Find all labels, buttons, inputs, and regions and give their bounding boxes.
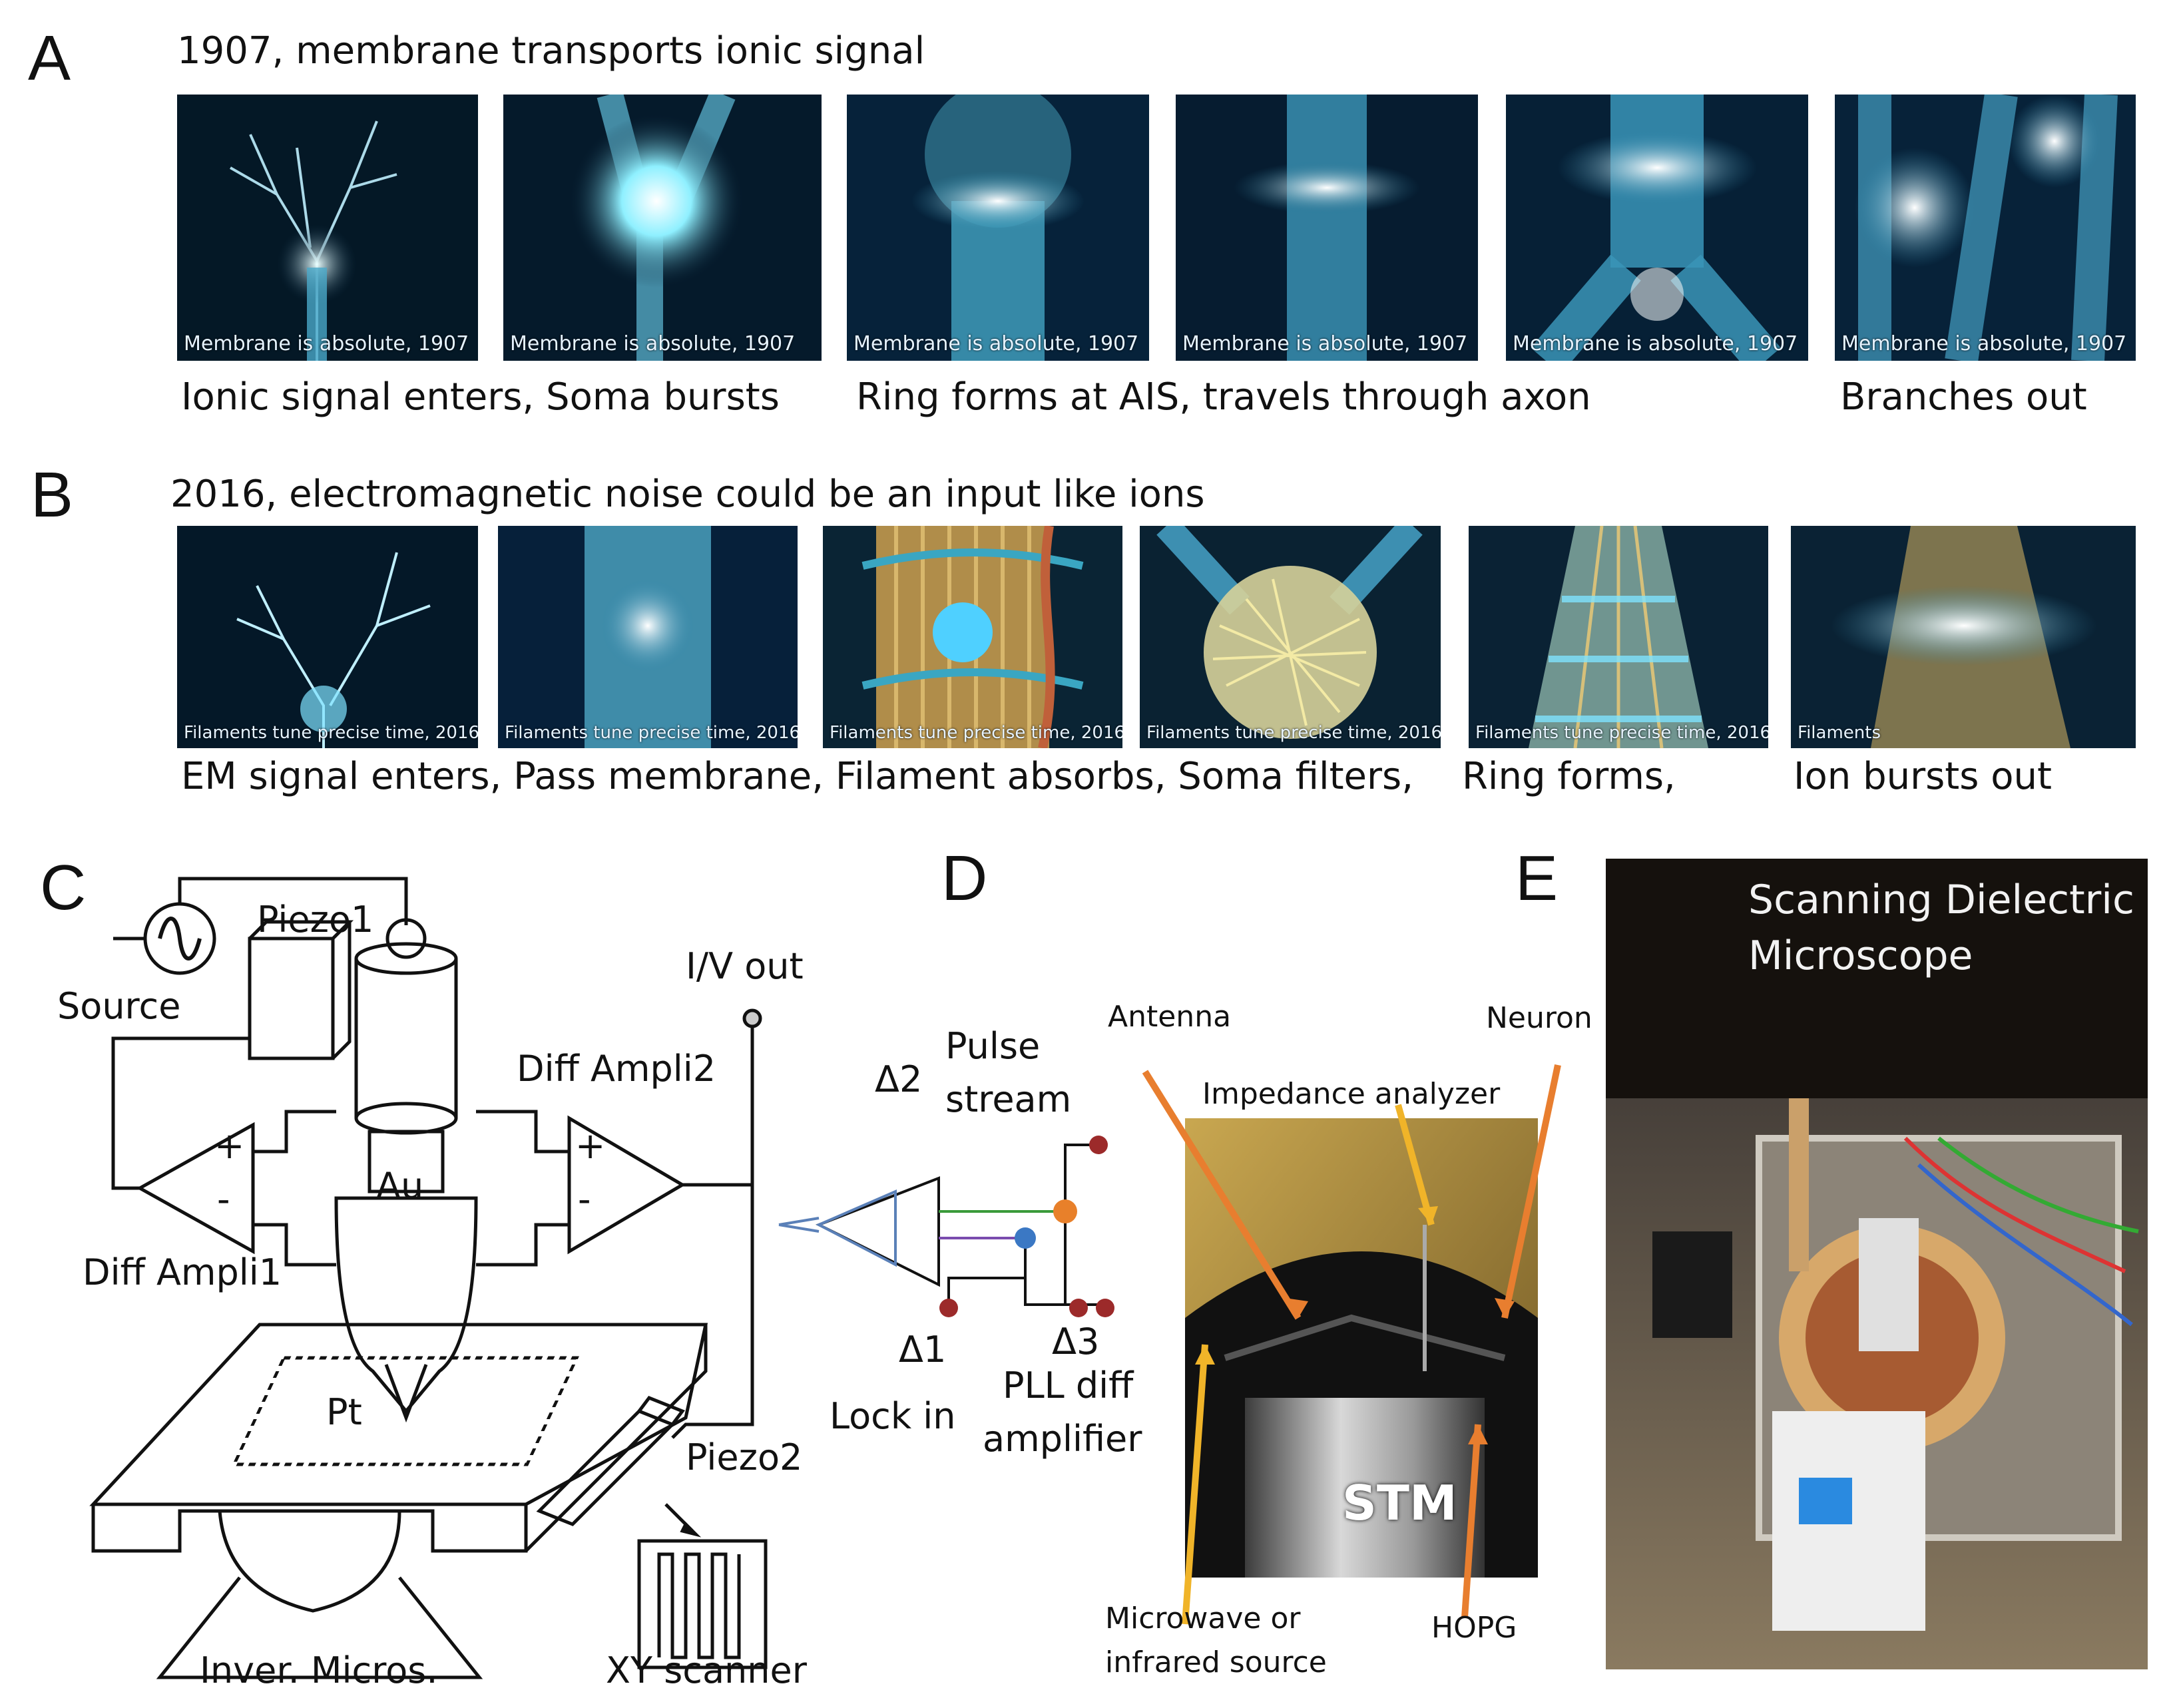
soma-filter-illustration	[1140, 526, 1441, 748]
label-pt: Pt	[326, 1391, 362, 1433]
frame-caption: Membrane is absolute, 1907	[1841, 332, 2127, 355]
label-piezo2: Piezo2	[686, 1436, 803, 1478]
label-pll-diff: PLL diff	[1003, 1365, 1134, 1406]
panel-a-image-6: Membrane is absolute, 1907	[1835, 95, 2136, 361]
panel-b-image-3: Filaments tune precise time, 2016	[823, 526, 1122, 748]
label-au: Au	[376, 1165, 424, 1207]
frame-caption: Membrane is absolute, 1907	[1513, 332, 1798, 355]
panel-b-image-1: Filaments tune precise time, 2016	[177, 526, 478, 748]
panel-e-title-line2: Microscope	[1748, 933, 1973, 979]
probe-node-red	[1089, 1136, 1108, 1154]
panel-a-caption-3: Branches out	[1840, 375, 2087, 419]
frame-caption: Filaments tune precise time, 2016	[184, 723, 478, 743]
panel-a-image-4: Membrane is absolute, 1907	[1176, 95, 1478, 361]
branches-out-illustration	[1835, 95, 2136, 361]
probe-node-blue	[1015, 1227, 1036, 1249]
panel-b-caption-1: EM signal enters, Pass membrane, Filamen…	[181, 755, 1414, 798]
label-lock-in: Lock in	[830, 1395, 956, 1437]
frame-caption: Filaments tune precise time, 2016	[1475, 723, 1768, 743]
soma-burst-illustration	[503, 95, 822, 361]
panel-letter-e: E	[1515, 843, 1559, 914]
label-delta3: Δ3	[1052, 1321, 1100, 1363]
panel-e-title-line1: Scanning Dielectric	[1748, 877, 2134, 923]
label-plus-2: +	[575, 1125, 606, 1167]
label-amplifier: amplifier	[983, 1418, 1142, 1460]
label-stm: STM	[1342, 1475, 1457, 1531]
probe-node-red	[939, 1299, 958, 1317]
label-diff-ampli2: Diff Ampli2	[517, 1048, 716, 1090]
panel-b-image-4: Filaments tune precise time, 2016	[1140, 526, 1441, 748]
frame-caption: Filaments tune precise time, 2016	[1146, 723, 1441, 743]
em-signal-neuron-illustration	[177, 526, 478, 748]
filament-absorb-illustration	[823, 526, 1122, 748]
frame-caption: Membrane is absolute, 1907	[853, 332, 1139, 355]
label-delta2: Δ2	[875, 1058, 923, 1100]
panel-letter-a: A	[28, 23, 71, 94]
panel-a-caption-2: Ring forms at AIS, travels through axon	[856, 375, 1591, 419]
frame-caption: Filaments tune precise time, 2016	[830, 723, 1122, 743]
label-neuron: Neuron	[1486, 1001, 1592, 1035]
panel-b-image-6: Filaments	[1791, 526, 2136, 748]
panel-letter-b: B	[31, 459, 74, 531]
membrane-pass-illustration	[498, 526, 798, 748]
frame-caption: Membrane is absolute, 1907	[184, 332, 469, 355]
annotation-arrows	[1142, 1064, 1561, 1625]
panel-letter-c: C	[40, 852, 87, 923]
frame-caption: Filaments	[1798, 723, 1881, 743]
label-microwave: Microwave or	[1105, 1601, 1301, 1635]
panel-b-image-5: Filaments tune precise time, 2016	[1469, 526, 1768, 748]
label-diff-ampli1: Diff Ampli1	[83, 1251, 282, 1293]
frame-caption: Membrane is absolute, 1907	[1182, 332, 1468, 355]
ring-forms-illustration	[1469, 526, 1768, 748]
label-iv-out: I/V out	[686, 945, 804, 987]
label-piezo1: Piezo1	[257, 899, 374, 941]
label-infrared-source: infrared source	[1105, 1645, 1327, 1679]
label-pulse: Pulse	[945, 1025, 1041, 1067]
ion-bursts-illustration	[1791, 526, 2136, 748]
probe-node-orange	[1053, 1199, 1077, 1223]
panel-b-caption-3: Ion bursts out	[1794, 755, 2052, 798]
microscope-photo: Scanning Dielectric Microscope	[1606, 859, 2148, 1669]
stm-chamber-photo	[1185, 1118, 1538, 1578]
label-inver-micros: Inver. Micros.	[200, 1649, 438, 1691]
panel-b-image-2: Filaments tune precise time, 2016	[498, 526, 798, 748]
label-minus-2: -	[578, 1178, 591, 1220]
probe-node-red	[1069, 1299, 1088, 1317]
scanning-setup-schematic	[89, 877, 768, 1679]
label-xy-scanner: XY scanner	[606, 1649, 807, 1691]
probe-node-red	[1096, 1299, 1114, 1317]
panel-a-image-2: Membrane is absolute, 1907	[503, 95, 822, 361]
panel-a-image-5: Membrane is absolute, 1907	[1506, 95, 1808, 361]
axon-ring-illustration	[1176, 95, 1478, 361]
label-plus-1: +	[214, 1125, 245, 1167]
frame-caption: Filaments tune precise time, 2016	[505, 723, 798, 743]
label-source: Source	[57, 985, 181, 1027]
panel-b-caption-2: Ring forms,	[1462, 755, 1676, 798]
ring-ais-illustration	[847, 95, 1149, 361]
panel-a-image-1: Membrane is absolute, 1907	[177, 95, 478, 361]
panel-letter-d: D	[941, 843, 988, 914]
label-impedance-analyzer: Impedance analyzer	[1202, 1077, 1501, 1111]
probe-circuit-schematic	[778, 1136, 1114, 1317]
axon-branch-illustration	[1506, 95, 1808, 361]
panel-a-heading: 1907, membrane transports ionic signal	[177, 29, 925, 73]
panel-b-heading: 2016, electromagnetic noise could be an …	[170, 473, 1205, 516]
stm-photo	[1185, 1118, 1538, 1578]
label-antenna: Antenna	[1108, 1000, 1232, 1034]
frame-caption: Membrane is absolute, 1907	[510, 332, 796, 355]
label-minus-1: -	[217, 1178, 230, 1220]
neuron-dendrites-illustration	[177, 95, 478, 361]
panel-a-caption-1: Ionic signal enters, Soma bursts	[181, 375, 780, 419]
label-delta1: Δ1	[899, 1329, 947, 1371]
label-stream: stream	[945, 1078, 1072, 1120]
panel-a-image-3: Membrane is absolute, 1907	[847, 95, 1149, 361]
label-hopg: HOPG	[1431, 1611, 1517, 1645]
scanning-dielectric-microscope-photo	[1606, 859, 2148, 1669]
